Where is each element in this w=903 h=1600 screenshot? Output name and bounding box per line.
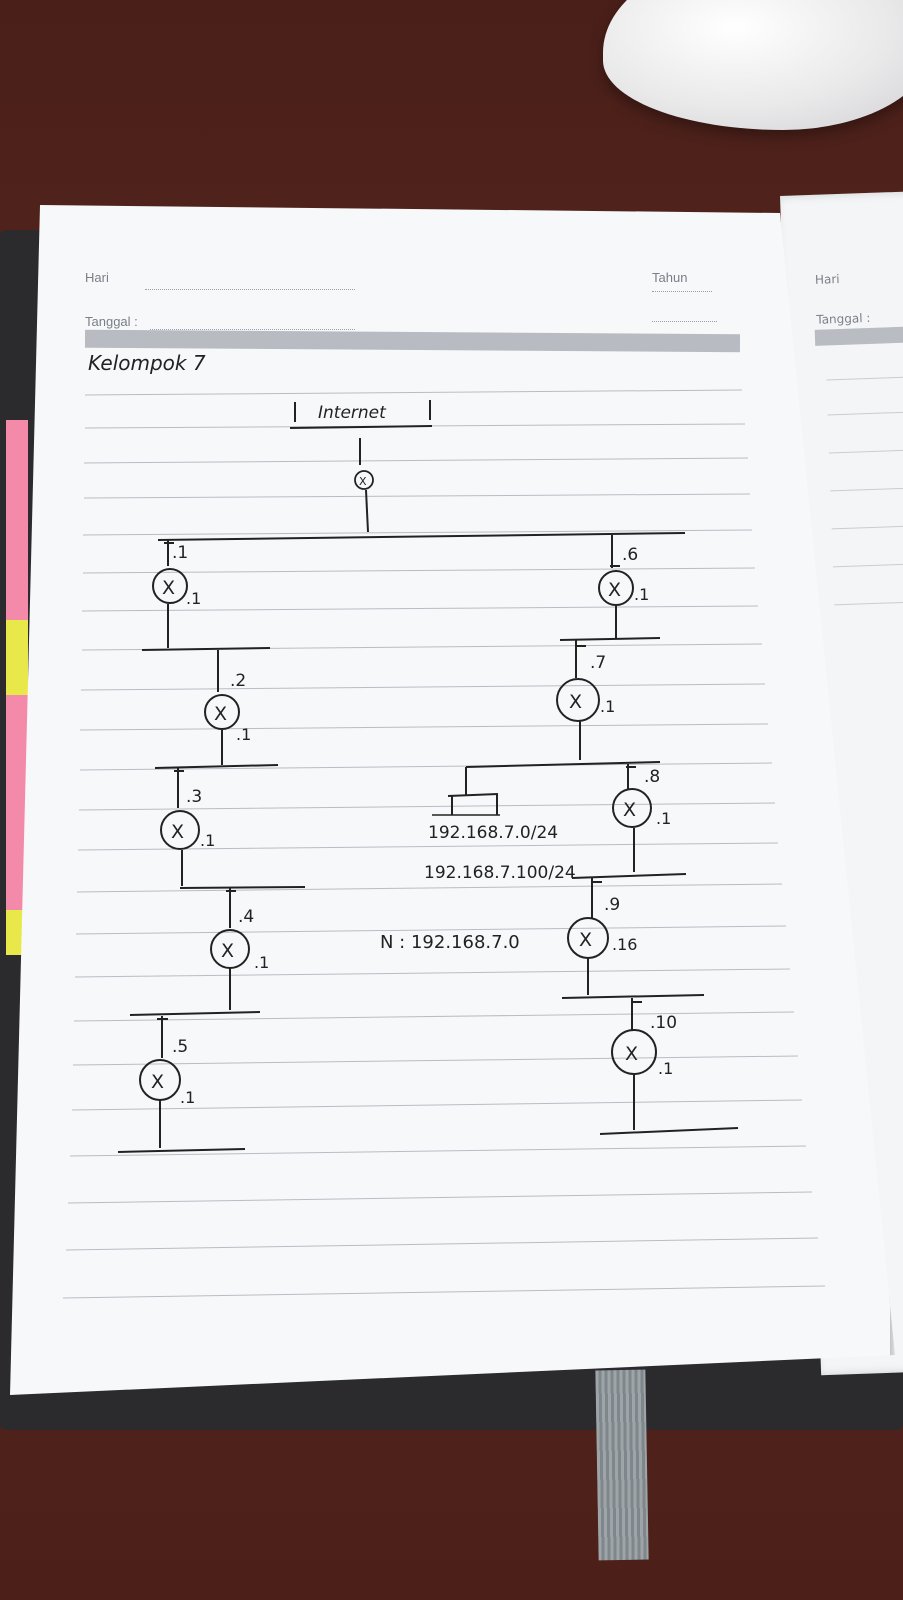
router-symbol: X xyxy=(359,475,367,488)
pink-tab[interactable] xyxy=(6,420,28,620)
segment-line xyxy=(117,1148,246,1153)
segment-line xyxy=(129,1011,261,1016)
page-title: Kelompok 7 xyxy=(88,351,206,375)
port-label: .2 xyxy=(230,671,246,691)
port-label: .10 xyxy=(650,1013,677,1033)
router-symbol: X xyxy=(214,703,227,725)
router-symbol: X xyxy=(608,579,621,601)
router-icon xyxy=(354,470,374,490)
iface-label: .1 xyxy=(236,725,251,744)
port-label: .9 xyxy=(604,895,620,915)
iface-label: .1 xyxy=(656,809,671,828)
segment-line xyxy=(141,647,271,651)
iface-label: .1 xyxy=(600,697,615,716)
right-router-7: .7 X .1 xyxy=(465,640,661,768)
router-icon xyxy=(612,788,652,828)
left-router-2: .2 X .1 xyxy=(154,650,279,769)
port-label: .8 xyxy=(644,767,660,787)
network-note-2: 192.168.7.100/24 xyxy=(424,863,576,883)
router-symbol: X xyxy=(623,799,636,821)
gateway-router: X xyxy=(354,470,374,490)
router-icon xyxy=(556,678,600,722)
iface-label: .1 xyxy=(180,1088,195,1107)
left-router-4: .4 X .1 xyxy=(129,888,269,1016)
router-icon xyxy=(598,570,634,606)
router-icon xyxy=(204,694,240,730)
port-label: .3 xyxy=(186,787,202,807)
tanggal-year-field xyxy=(652,320,717,322)
yellow-tab[interactable] xyxy=(6,620,28,695)
router-icon xyxy=(152,568,188,604)
internet-node: Internet xyxy=(289,400,433,429)
iface-label: .1 xyxy=(254,953,269,972)
segment-line xyxy=(561,994,705,999)
right-router-9: .9 X .16 xyxy=(561,878,705,999)
port-label: .4 xyxy=(238,907,254,927)
router-symbol: X xyxy=(151,1071,164,1093)
tanggal-field xyxy=(150,328,355,330)
iface-label: .1 xyxy=(200,831,215,850)
router-symbol: X xyxy=(171,821,184,843)
router-symbol: X xyxy=(162,577,175,599)
tanggal-label: Tanggal : xyxy=(85,314,138,329)
tahun-field xyxy=(652,290,712,292)
router-symbol: X xyxy=(221,940,234,962)
network-note-3: N : 192.168.7.0 xyxy=(380,932,520,953)
segment-line xyxy=(154,764,279,769)
port-label: .6 xyxy=(622,545,638,565)
tahun-label: Tahun xyxy=(652,270,688,285)
left-router-3: .3 X .1 xyxy=(160,768,306,889)
right-router-10: .10 X .1 xyxy=(599,998,739,1135)
internet-label: Internet xyxy=(318,403,387,423)
router-symbol: X xyxy=(625,1043,638,1065)
pink-tab[interactable] xyxy=(6,695,28,910)
tissue-paper xyxy=(603,0,903,130)
port-label: .7 xyxy=(590,653,606,673)
segment-line xyxy=(179,886,306,889)
segment-line xyxy=(571,873,687,879)
hari-field xyxy=(145,288,355,290)
right-router-8: .8 X .1 xyxy=(571,764,687,879)
iface-label: .1 xyxy=(634,585,649,604)
network-note-1: 192.168.7.0/24 xyxy=(428,823,558,843)
iface-label: .16 xyxy=(612,935,637,954)
right-router-6: .6 X .1 xyxy=(559,535,661,641)
router-icon xyxy=(160,810,200,850)
left-router-5: .5 X .1 xyxy=(117,1016,246,1153)
segment-line xyxy=(599,1127,739,1135)
segment-line xyxy=(465,761,661,768)
notebook-page xyxy=(10,205,890,1395)
router-symbol: X xyxy=(579,929,592,951)
left-router-1: .1 X .1 xyxy=(141,540,271,651)
backbone-line xyxy=(157,532,686,541)
segment-line xyxy=(559,637,661,641)
port-label: .5 xyxy=(172,1037,188,1057)
iface-label: .1 xyxy=(658,1059,673,1078)
port-label: .1 xyxy=(172,543,188,563)
iface-label: .1 xyxy=(186,589,201,608)
lan-switch xyxy=(432,767,500,816)
router-symbol: X xyxy=(569,691,582,713)
hari-label: Hari xyxy=(85,270,109,285)
